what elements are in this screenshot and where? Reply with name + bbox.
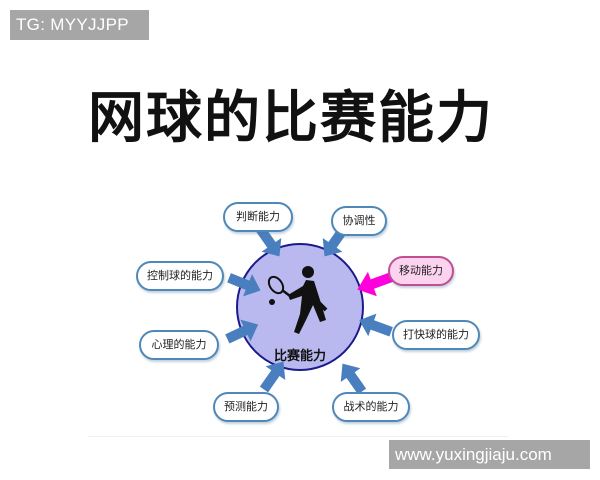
center-circle [236, 243, 364, 371]
node-ball-control: 控制球的能力 [136, 261, 224, 291]
watermark-bottom: www.yuxingjiaju.com [389, 440, 590, 469]
arrow-icon [225, 319, 259, 344]
node-prediction: 预测能力 [213, 392, 279, 422]
divider [88, 436, 508, 437]
highlight-arrow-icon [357, 271, 393, 297]
arrow-icon [259, 361, 286, 393]
tennis-player-icon [267, 266, 328, 334]
arrow-icon [340, 363, 367, 395]
node-coordination: 协调性 [331, 206, 387, 236]
arrow-icon [255, 225, 282, 257]
node-fast-ball: 打快球的能力 [392, 320, 480, 350]
center-label: 比赛能力 [273, 349, 326, 364]
arrows [225, 225, 393, 395]
page-title: 网球的比赛能力 [88, 86, 494, 151]
node-movement: 移动能力 [388, 256, 454, 286]
node-tactics: 战术的能力 [332, 392, 410, 422]
arrow-icon [359, 313, 393, 337]
node-judgment: 判断能力 [223, 202, 293, 232]
arrow-icon [227, 273, 261, 297]
node-psychology: 心理的能力 [139, 330, 219, 360]
watermark-top: TG: MYYJJPP [10, 10, 149, 40]
